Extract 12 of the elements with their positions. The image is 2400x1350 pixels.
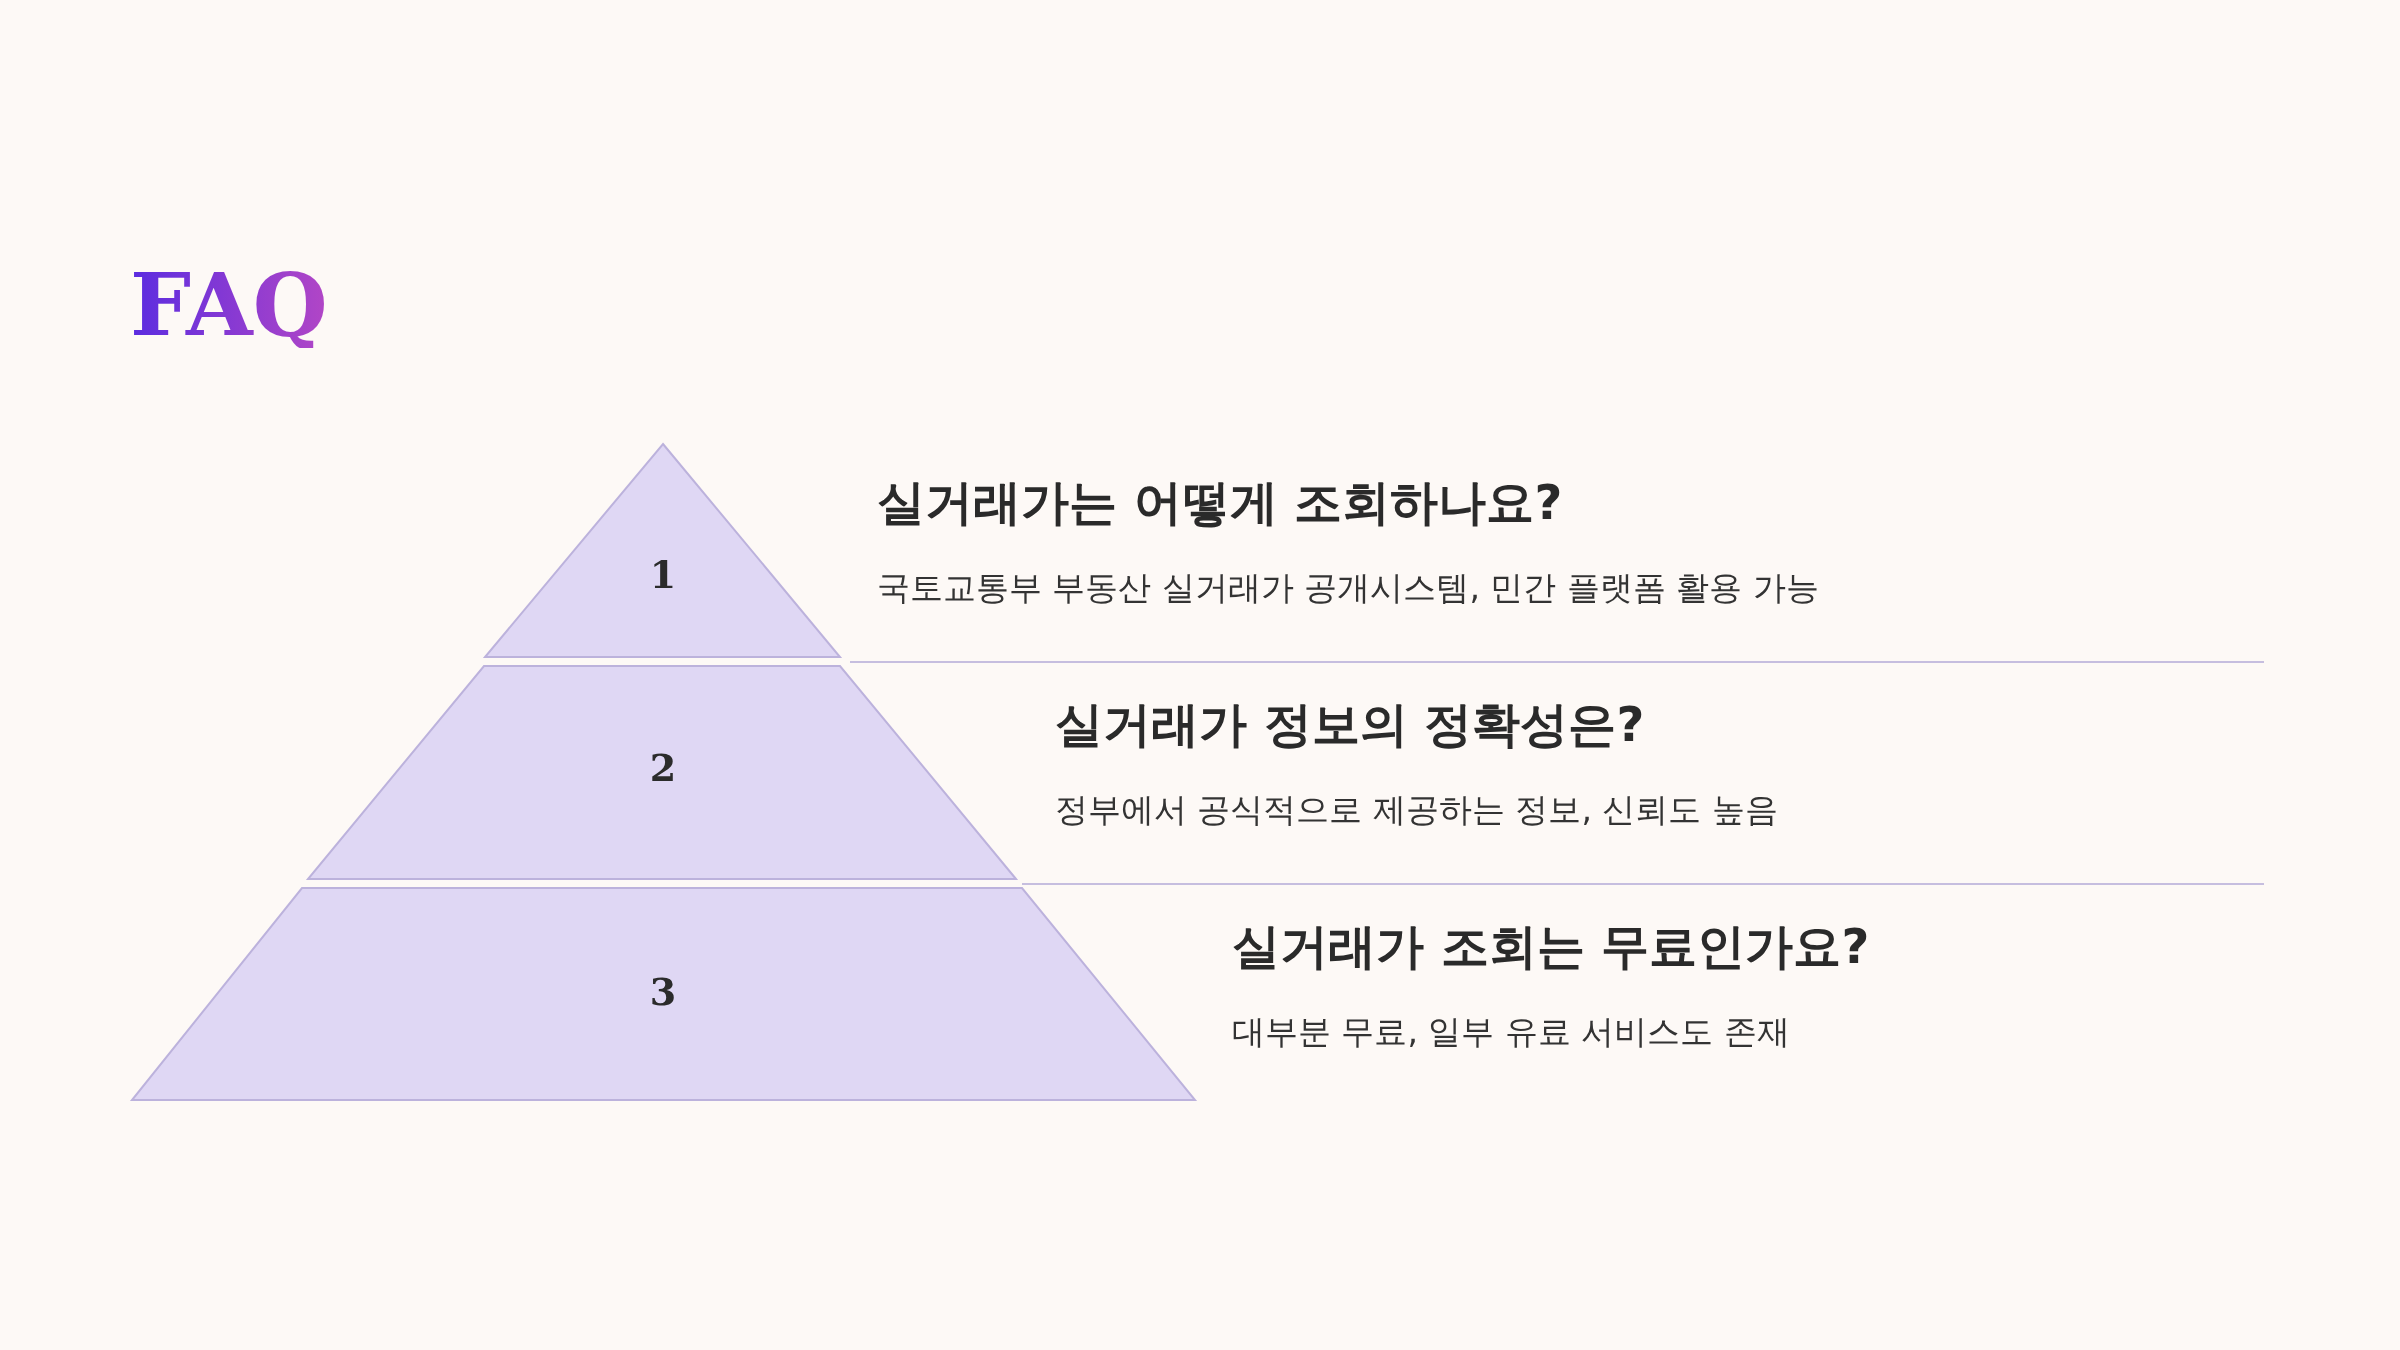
question-heading: 실거래가는 어떻게 조회하나요? — [877, 474, 1563, 532]
pyramid-tier — [485, 444, 840, 657]
answer-text: 정부에서 공식적으로 제공하는 정보, 신뢰도 높음 — [1055, 790, 1778, 830]
answer-text: 국토교통부 부동산 실거래가 공개시스템, 민간 플랫폼 활용 가능 — [877, 568, 1819, 608]
tier-number: 1 — [649, 556, 677, 594]
question-heading: 실거래가 정보의 정확성은? — [1055, 696, 1645, 754]
pyramid-tier — [308, 666, 1016, 879]
tier-number: 3 — [649, 973, 677, 1011]
pyramid-tier — [132, 888, 1195, 1100]
tier-number: 2 — [649, 749, 677, 787]
question-heading: 실거래가 조회는 무료인가요? — [1232, 918, 1870, 976]
answer-text: 대부분 무료, 일부 유료 서비스도 존재 — [1232, 1012, 1790, 1052]
